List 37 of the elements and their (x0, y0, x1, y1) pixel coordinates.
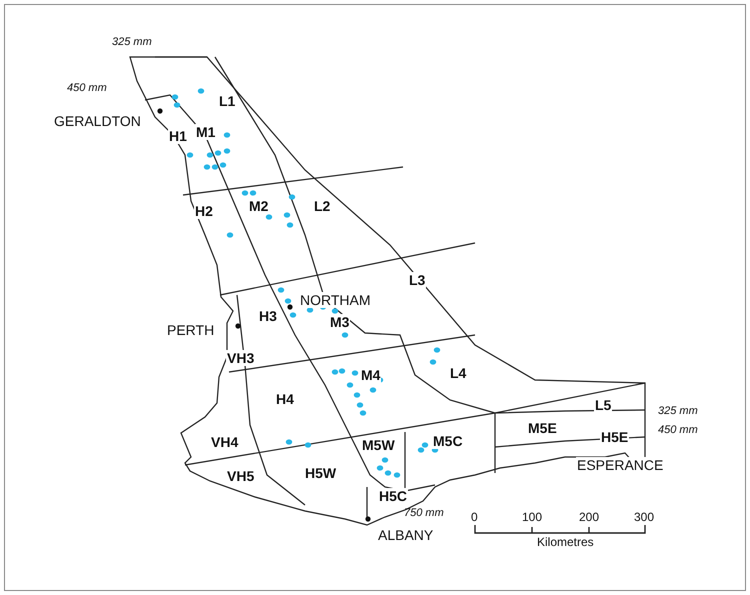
zone-label: H2 (194, 203, 214, 219)
zone-label: H1 (168, 128, 188, 144)
rainfall-label: 450 mm (67, 83, 107, 94)
rainfall-label: 750 mm (404, 508, 444, 519)
zone-label: L3 (408, 272, 426, 288)
zone-label: M3 (329, 314, 350, 330)
zone-label: L5 (594, 397, 612, 413)
zone-label: L1 (218, 93, 236, 109)
town-label: ALBANY (377, 527, 434, 543)
zone-label: H5W (304, 465, 338, 481)
zone-label: M4 (360, 367, 382, 383)
scale-title: Kilometres (537, 536, 594, 548)
zone-label: VH3 (226, 350, 256, 366)
zone-label: VH5 (226, 468, 256, 484)
rainfall-label: 325 mm (112, 37, 152, 48)
zone-label: M2 (248, 198, 270, 214)
rainfall-label: 450 mm (658, 425, 698, 436)
zone-label: VH4 (210, 434, 240, 450)
scale-tick-label: 200 (579, 511, 600, 523)
zone-label: M5C (432, 433, 464, 449)
zone-label: H5E (600, 429, 630, 445)
scale-tick-label: 0 (471, 511, 478, 523)
zone-label: L4 (449, 365, 468, 381)
zone-label: H5C (378, 488, 408, 504)
zone-label: M1 (195, 124, 216, 140)
scale-tick-label: 300 (634, 511, 654, 523)
zone-label: L2 (313, 198, 332, 214)
rainfall-label: 325 mm (658, 406, 698, 417)
zone-label: H3 (258, 308, 278, 324)
town-label: ESPERANCE (576, 457, 664, 473)
scale-tick-label: 100 (522, 511, 542, 523)
zone-label: M5W (361, 437, 396, 453)
town-label: GERALDTON (53, 113, 142, 129)
town-label: NORTHAM (299, 292, 372, 308)
zone-label: M5E (527, 420, 558, 436)
zone-label: H4 (275, 391, 295, 407)
town-label: PERTH (166, 322, 216, 338)
